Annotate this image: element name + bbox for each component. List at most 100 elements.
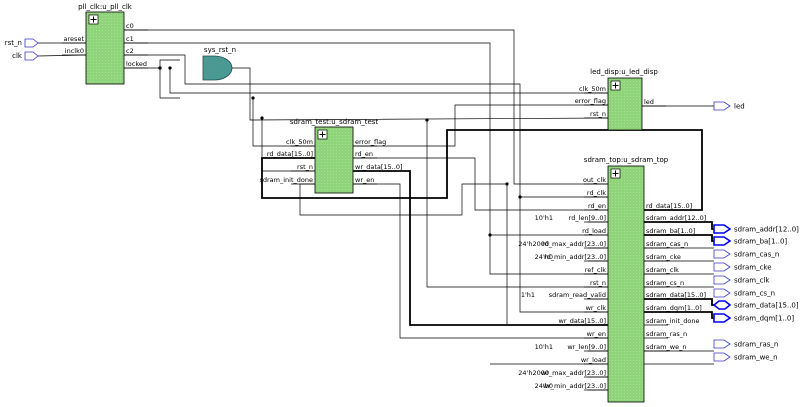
junction-dot — [488, 233, 492, 237]
junction-dot — [251, 96, 255, 100]
output-port[interactable]: sdram_we_n — [713, 352, 778, 362]
bus-wire — [261, 129, 703, 211]
wire — [124, 29, 608, 185]
expand-icon[interactable] — [610, 80, 621, 91]
input-pin-label: rd_load — [582, 227, 606, 235]
output-pin-label: sdram_we_n — [646, 343, 686, 351]
input-pin-label: clk_50m — [286, 138, 313, 146]
output-port[interactable]: sdram_ba[1..0] — [713, 236, 787, 246]
output-pin-label: c1 — [126, 35, 134, 43]
output-pin-label: error_flag — [355, 138, 386, 146]
output-pin-label: sdram_cke — [646, 253, 681, 261]
input-pin-label: rd_en — [588, 202, 606, 210]
module-test[interactable]: sdram_test:u_sdram_test clk_50m rd_data[15… — [259, 118, 403, 194]
expand-icon[interactable] — [317, 129, 328, 140]
module-body[interactable] — [607, 165, 645, 403]
input-pin-label: wr_clk — [586, 304, 607, 312]
input-port-label: clk — [12, 52, 23, 60]
input-pin-label: out_clk — [583, 176, 606, 184]
output-port[interactable]: sdram_cke — [713, 262, 772, 272]
input-pin-label: rd_max_addr[23..0] — [542, 240, 606, 248]
output-pin-label: c0 — [126, 22, 134, 30]
input-pin-label: rst_n — [590, 110, 606, 118]
output-port-label: sdram_ba[1..0] — [734, 238, 787, 246]
input-pin-label: sdram_read_valid — [549, 291, 606, 299]
constant-value: 24'h2000 — [518, 369, 549, 377]
input-port-clk[interactable]: clk — [12, 51, 39, 61]
module-led[interactable]: led_disp:u_led_disp clk_50m error_flag rst_… — [575, 68, 666, 131]
ports: rst_nclkledsdram_addr[12..0]sdram_ba[1..… — [5, 38, 799, 362]
output-port-icon — [713, 224, 732, 234]
output-pin-label: wr_data[15..0] — [355, 163, 403, 171]
wire — [353, 104, 608, 147]
output-pin-label: wr_en — [355, 176, 374, 184]
output-port[interactable]: sdram_cas_n — [713, 249, 779, 259]
input-pin-label: error_flag — [575, 97, 606, 105]
output-port-icon — [713, 275, 731, 285]
module-title: sdram_top:u_sdram_top — [584, 156, 669, 164]
input-port-icon — [24, 51, 39, 61]
constant-value: 10'h1 — [535, 343, 553, 351]
output-port[interactable]: sdram_clk — [713, 275, 770, 285]
output-port-label: sdram_cke — [734, 264, 772, 272]
and-gate[interactable] — [202, 55, 233, 81]
output-pin-label: sdram_cs_n — [646, 279, 684, 287]
input-pin-label: rd_min_addr[23..0] — [544, 253, 606, 261]
blocks: pll_clk:u_pll_clkaresetinclk0c0c1c2locke… — [62, 3, 706, 403]
input-pin-label: wr_max_addr[23..0] — [541, 369, 606, 377]
bus-wire — [644, 311, 714, 319]
input-pin-label: clk_50m — [579, 85, 606, 93]
wire — [169, 68, 608, 94]
input-pin-label: wr_len[9..0] — [567, 343, 606, 351]
input-pin-label: rd_data[15..0] — [267, 150, 313, 158]
output-port-label: sdram_clk — [734, 277, 770, 285]
module-title: led_disp:u_led_disp — [590, 68, 658, 76]
output-port-label: sdram_data[15..0] — [734, 302, 799, 310]
junction-dot — [518, 195, 522, 199]
constant-value: 24'h0 — [535, 382, 553, 390]
output-port-label: sdram_dqm[1..0] — [734, 315, 794, 323]
output-pin-label: sdram_init_done — [646, 317, 700, 325]
input-pin-label: inclk0 — [65, 47, 84, 55]
module-title: sdram_test:u_sdram_test — [290, 118, 379, 126]
module-title: pll_clk:u_pll_clk — [78, 3, 133, 11]
wire — [124, 67, 180, 99]
module-pll[interactable]: pll_clk:u_pll_clkaresetinclk0c0c1c2locke… — [62, 3, 148, 85]
wire — [159, 59, 180, 68]
output-port[interactable]: sdram_addr[12..0] — [713, 224, 799, 234]
output-port[interactable]: led — [713, 101, 745, 111]
input-pin-label: areset — [64, 35, 85, 43]
input-pin-label: wr_data[15..0] — [559, 317, 607, 325]
wire — [124, 42, 608, 275]
output-port[interactable]: sdram_ras_n — [713, 339, 778, 349]
wire — [299, 183, 608, 326]
input-port-rst_n[interactable]: rst_n — [5, 38, 39, 48]
junction-dot — [168, 66, 172, 70]
output-port-icon — [712, 300, 732, 310]
module-sysrst[interactable]: sys_rst_n — [202, 46, 236, 81]
output-port[interactable]: sdram_cs_n — [713, 288, 775, 298]
output-port-icon — [713, 262, 731, 272]
output-pin-label: rd_data[15..0] — [646, 202, 692, 210]
output-port-icon — [713, 101, 731, 111]
bus-wire — [353, 170, 608, 326]
output-port[interactable]: sdram_data[15..0] — [712, 300, 799, 310]
output-port-label: sdram_cas_n — [734, 251, 779, 259]
expand-icon[interactable] — [88, 14, 99, 25]
input-pin-label: rd_len[9..0] — [569, 214, 606, 222]
input-pin-label: wr_load — [581, 356, 606, 364]
junction-dot — [505, 182, 509, 186]
output-port[interactable]: sdram_dqm[1..0] — [713, 313, 794, 323]
constant-value: 1'h1 — [521, 291, 535, 299]
expand-icon[interactable] — [610, 168, 621, 179]
output-pin-label: sdram_dqm[1..0] — [646, 304, 702, 312]
input-pin-label: rst_n — [297, 163, 313, 171]
bus-wire — [644, 221, 714, 230]
input-pin-label: sdram_init_done — [259, 176, 313, 184]
module-top[interactable]: sdram_top:u_sdram_topout_clkrd_clkrd_enr… — [541, 156, 706, 403]
input-pin-label: rst_n — [590, 279, 606, 287]
output-pin-label: c2 — [126, 47, 134, 55]
input-pin-label: rd_clk — [587, 189, 606, 197]
